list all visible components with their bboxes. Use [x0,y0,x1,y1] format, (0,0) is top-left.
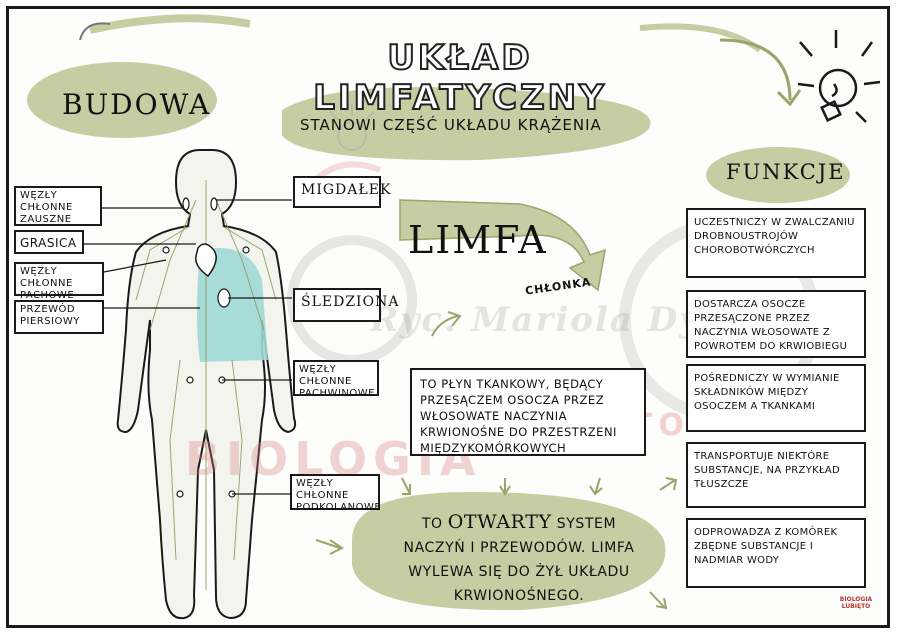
label-wezly-pachwinowe: WĘZŁY CHŁONNE PACHWINOWE [293,360,379,399]
label-wezly-pachowe: WĘZŁY CHŁONNE PACHOWE [14,262,104,301]
funkcje-heading: FUNKCJE [726,160,846,184]
label-wezly-podkolanowe: WĘZŁY CHŁONNE PODKOLANOWE [290,474,381,513]
light-bulb-icon [797,30,881,123]
label-wezly-zauszne: WĘZŁY CHŁONNE ZAUSZNE [14,186,102,226]
open-system-text: TO OTWARTY SYSTEM NACZYŃ I PRZEWODÓW. LI… [376,510,662,608]
function-box-4: TRANSPORTUJE NIEKTÓRE SUBSTANCJE, NA PRZ… [686,442,866,508]
page-title: UKŁAD LIMFATYCZNY [312,37,607,119]
spleen-region [197,248,268,362]
label-grasica: GRASICA [14,230,84,254]
open-system-line2: NACZYŃ I PRZEWODÓW. LIMFA [403,540,635,556]
heart-icon [195,243,217,278]
open-system-line4: KRWIONOŚNEGO. [453,588,585,604]
open-system-line1: TO OTWARTY SYSTEM [376,510,662,536]
function-box-1: UCZESTNICZY W ZWALCZANIU DROBNOUSTROJÓW … [686,208,866,278]
open-system-system: SYSTEM [556,516,617,532]
budowa-heading: BUDOWA [62,88,212,121]
label-przewod-piersiowy: PRZEWÓD PIERSIOWY [14,300,104,334]
arrow-right-curl [719,38,802,107]
label-migdalek: MIGDAŁEK [293,176,390,208]
signature-watermark: Ryc. Mariola Dyl [370,300,716,340]
open-system-line3: WYLEWA SIĘ DO ŻYŁ UKŁADU [408,564,630,580]
function-box-5: ODPROWADZA Z KOMÓREK ZBĘDNE SUBSTANCJE I… [686,518,866,588]
function-box-3: POŚREDNICZY W WYMIANIE SKŁADNIKÓW MIĘDZY… [686,364,866,432]
limfa-description: TO PŁYN TKANKOWY, BĘDĄCY PRZESĄCZEM OSOC… [410,368,646,456]
limfa-arrow [399,199,606,292]
open-system-blob [352,492,666,611]
limfa-heading: LIMFA [408,218,548,262]
budowa-blob [27,62,217,138]
open-system-to: TO [421,516,443,532]
function-box-2: DOSTARCZA OSOCZE PRZESĄCZONE PRZEZ NACZY… [686,290,866,358]
funkcje-blob [706,147,850,203]
label-sledziona: ŚLEDZIONA [293,288,398,322]
open-system-otwarty: OTWARTY [447,511,552,533]
arrow-top-left [79,22,111,41]
subtitle-text: STANOWI CZĘŚĆ UKŁADU KRĄŻENIA [300,116,602,134]
biologia-logo: BIOLOGIA LUBIĘTO [839,596,873,610]
subtitle-blob [282,86,651,161]
